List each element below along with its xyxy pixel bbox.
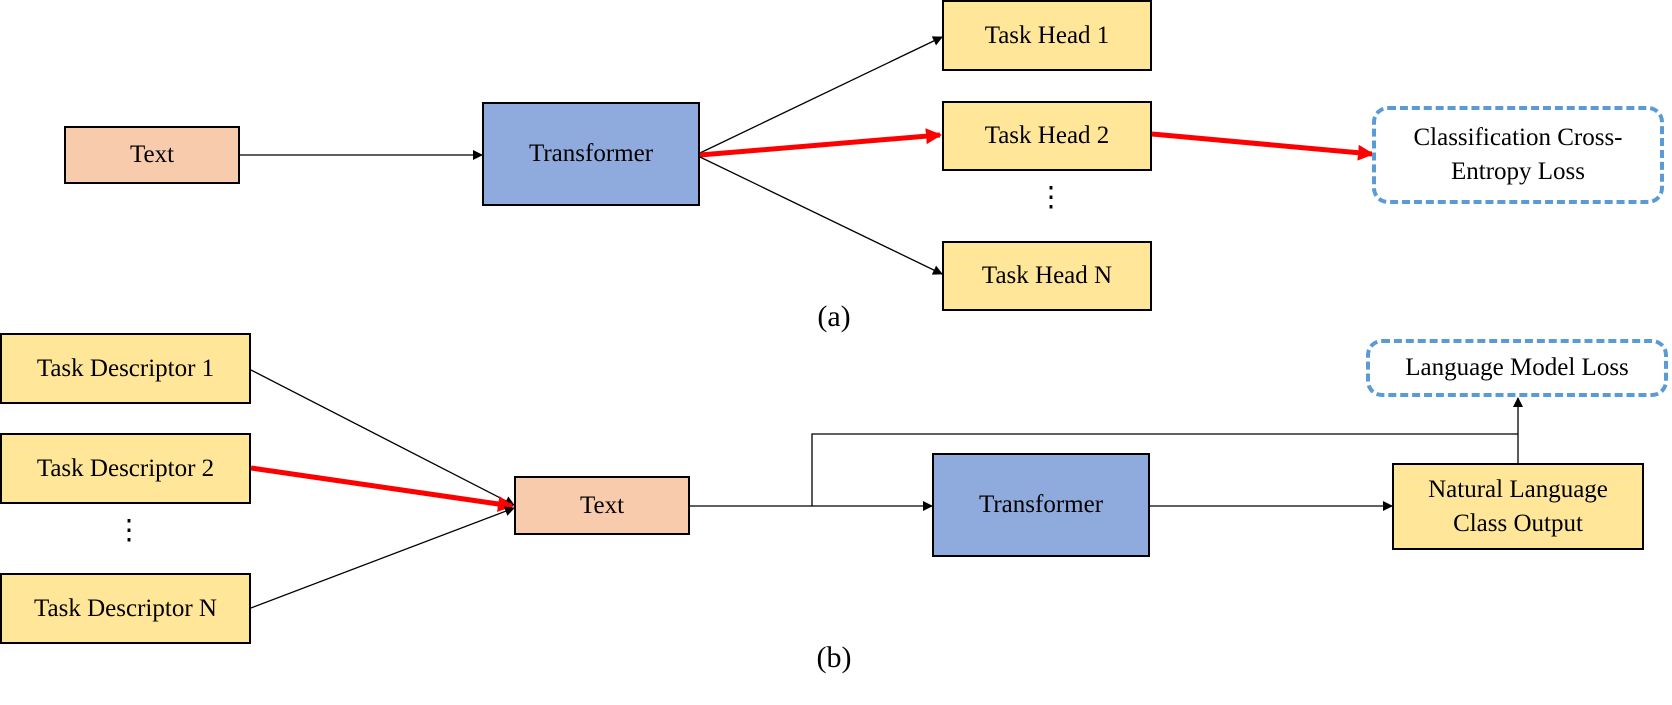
output-line2: Class Output — [1453, 509, 1583, 537]
task-head-1-label: Task Head 1 — [984, 21, 1110, 49]
task-head-1: Task Head 1 — [942, 0, 1152, 71]
language-model-loss-label: Language Model Loss — [1405, 354, 1629, 381]
arrow-descriptor1-to-text — [250, 369, 515, 506]
transformer-box-a: Transformer — [482, 102, 700, 206]
transformer-box-b: Transformer — [932, 453, 1150, 557]
task-head-2-label: Task Head 2 — [984, 122, 1110, 149]
task-head-n: Task Head N — [942, 241, 1152, 311]
task-descriptor-1: Task Descriptor 1 — [0, 333, 251, 404]
arrow-transformer-to-head2 — [699, 128, 942, 158]
caption-a: (a) — [817, 300, 851, 333]
task-descriptor-n-label: Task Descriptor N — [34, 594, 217, 622]
arrow-transformer-to-headN — [699, 156, 943, 275]
descriptors-ellipsis: ⋮ — [115, 515, 143, 546]
transformer-box-a-label: Transformer — [528, 140, 654, 167]
task-descriptor-n: Task Descriptor N — [0, 573, 251, 644]
classification-loss-box: Classification Cross- Entropy Loss — [1372, 106, 1664, 204]
task-head-n-label: Task Head N — [981, 262, 1113, 289]
arrow-descriptorN-to-text — [250, 506, 515, 609]
classification-loss-line1: Classification Cross- — [1413, 124, 1623, 151]
arrow-descriptor2-to-text — [250, 465, 514, 512]
classification-loss-line2: Entropy Loss — [1450, 158, 1586, 185]
natural-language-output-box: Natural Language Class Output — [1392, 463, 1644, 550]
task-descriptor-2-label: Task Descriptor 2 — [36, 454, 215, 482]
task-heads-ellipsis: ⋮ — [1037, 182, 1065, 213]
skip-connection-line — [811, 433, 1518, 506]
text-box-b: Text — [514, 476, 690, 535]
output-line1: Natural Language — [1428, 475, 1608, 503]
text-box-a: Text — [64, 126, 240, 184]
transformer-box-b-label: Transformer — [978, 491, 1104, 518]
task-descriptor-1-label: Task Descriptor 1 — [36, 354, 215, 382]
caption-b: (b) — [816, 641, 852, 674]
arrow-transformer-to-head1 — [699, 36, 943, 154]
text-box-b-label: Text — [579, 491, 625, 519]
language-model-loss-box: Language Model Loss — [1366, 339, 1668, 397]
task-descriptor-2: Task Descriptor 2 — [0, 433, 251, 504]
arrow-head2-to-loss — [1151, 131, 1374, 161]
text-box-a-label: Text — [129, 141, 175, 168]
task-head-2: Task Head 2 — [942, 101, 1152, 171]
